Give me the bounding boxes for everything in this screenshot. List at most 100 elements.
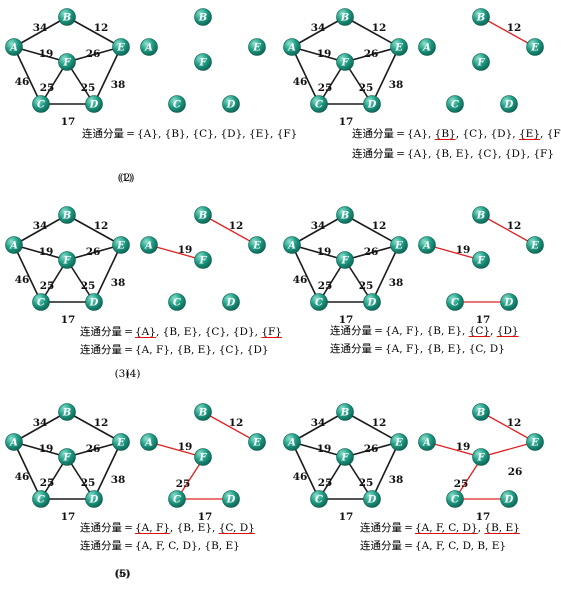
- component-set: {B, E}: [163, 326, 198, 338]
- edge-weight: 25: [359, 82, 374, 94]
- node-label: E: [530, 241, 539, 252]
- node-label: C: [315, 298, 323, 309]
- component-set: {C}: [477, 148, 498, 160]
- component-set: {C}: [205, 326, 226, 338]
- edge-weight: 17: [339, 116, 354, 128]
- edge-weight: 46: [15, 471, 30, 483]
- node-label: D: [367, 298, 377, 309]
- node-label: D: [226, 100, 236, 111]
- node-label: B: [340, 211, 349, 222]
- components-line: 连通分量 = {A, F}, {B, E}, {C}, {D}: [330, 324, 519, 337]
- component-set: {F}: [547, 128, 561, 140]
- node-label: B: [198, 211, 207, 222]
- components-line: 连通分量 = {A, F}, {B, E}, {C, D}: [80, 521, 255, 534]
- components-line: 连通分量 = {A}, {B, E}, {C}, {D}, {F}: [352, 147, 554, 160]
- node-label: A: [287, 438, 296, 449]
- edge-weight: 26: [364, 443, 379, 455]
- node-label: B: [198, 13, 207, 24]
- node-label: B: [62, 13, 71, 24]
- edge-weight: 25: [81, 280, 96, 292]
- node-label: C: [173, 298, 181, 309]
- edge-weight: 17: [61, 511, 76, 523]
- node-label: A: [422, 43, 431, 54]
- component-set: {A}: [137, 128, 158, 140]
- edge-weight: 19: [39, 246, 54, 258]
- node-label: E: [116, 241, 125, 252]
- components-line: 连通分量 = {A, F, C, D, B, E}: [360, 539, 506, 552]
- edge-weight: 38: [389, 277, 404, 289]
- edge-weight: 17: [61, 314, 76, 326]
- node-label: A: [9, 438, 18, 449]
- edge-weight: 26: [86, 443, 101, 455]
- edge-weight: 26: [86, 246, 101, 258]
- node-label: D: [504, 298, 514, 309]
- edge-weight: 25: [318, 82, 333, 94]
- forest-weight: 12: [507, 417, 522, 429]
- step-label: (6): [116, 568, 131, 580]
- component-set: {A, F, C, D, B, E}: [415, 540, 506, 552]
- node-label: D: [367, 495, 377, 506]
- component-set: {B, E}: [427, 343, 462, 355]
- forest-weight: 19: [178, 244, 193, 256]
- component-set: {D}: [505, 148, 527, 160]
- forest-weight: 19: [456, 441, 471, 453]
- edge-weight: 38: [111, 474, 126, 486]
- node-label: F: [62, 58, 71, 69]
- component-set: {C, D}: [219, 522, 255, 534]
- forest-weight: 25: [454, 478, 469, 490]
- edge-weight: 34: [33, 220, 48, 232]
- node-label: B: [476, 408, 485, 419]
- node-label: C: [173, 100, 181, 111]
- node-label: E: [530, 438, 539, 449]
- node-label: D: [504, 100, 514, 111]
- node-label: C: [37, 298, 45, 309]
- node-label: C: [37, 100, 45, 111]
- node-label: C: [37, 495, 45, 506]
- node-label: F: [62, 256, 71, 267]
- edge-weight: 34: [33, 417, 48, 429]
- node-label: C: [451, 298, 459, 309]
- component-set: {B, E}: [427, 325, 462, 337]
- node-label: E: [252, 241, 261, 252]
- component-set: {B, E}: [204, 540, 239, 552]
- component-set: {A}: [135, 326, 156, 338]
- forest-weight: 26: [508, 466, 523, 478]
- component-set: {B, E}: [177, 344, 212, 356]
- component-set: {A}: [407, 128, 428, 140]
- node-label: F: [476, 453, 485, 464]
- edge-weight: 38: [389, 474, 404, 486]
- node-label: E: [252, 438, 261, 449]
- node-label: B: [340, 408, 349, 419]
- edge-weight: 46: [293, 471, 308, 483]
- components-line: 连通分量 = {A, F}, {B, E}, {C}, {D}: [80, 343, 269, 356]
- component-set: {D}: [247, 344, 269, 356]
- component-set: {A, F}: [385, 325, 420, 337]
- step-label: (4): [126, 368, 141, 380]
- node-label: C: [451, 100, 459, 111]
- edge-weight: 19: [39, 443, 54, 455]
- components-line: 连通分量 = {A, F, C, D}, {B, E}: [80, 539, 240, 552]
- edge-weight: 38: [111, 277, 126, 289]
- components-line: 连通分量 = {A}, {B}, {C}, {D}, {E}, {F}: [352, 127, 561, 140]
- edge-weight: 19: [317, 48, 332, 60]
- node-label: D: [226, 495, 236, 506]
- component-set: {A, F}: [385, 343, 420, 355]
- component-set: {C, D}: [469, 343, 505, 355]
- component-set: {A, F}: [135, 522, 170, 534]
- component-set: {A, F, C, D}: [135, 540, 198, 552]
- edge-weight: 46: [293, 274, 308, 286]
- node-label: B: [62, 408, 71, 419]
- component-set: {E}: [249, 128, 270, 140]
- edge-weight: 38: [389, 79, 404, 91]
- forest-weight: 12: [507, 220, 522, 232]
- edge-weight: 25: [40, 82, 55, 94]
- components-line: 连通分量 = {A, F, C, D}, {B, E}: [360, 521, 520, 534]
- node-label: D: [89, 100, 99, 111]
- edge-weight: 25: [359, 477, 374, 489]
- node-label: E: [116, 438, 125, 449]
- node-label: C: [451, 495, 459, 506]
